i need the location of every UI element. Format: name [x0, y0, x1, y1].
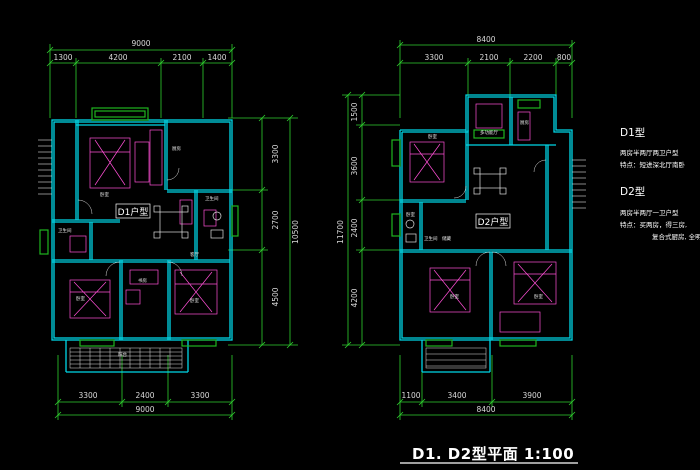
d1-room-label-4: 卫生间: [58, 227, 72, 234]
d2-furniture: [409, 103, 557, 333]
d2-desc-line-3: 复合式厨房, 全明: [652, 232, 700, 241]
d1-bottom-seg-2: 2400: [135, 391, 154, 400]
d1-dining-set: [153, 205, 224, 239]
d1-top-seg-1: 1300: [53, 53, 72, 62]
d1-top-dimensions: [46, 44, 236, 118]
d1-desc-line-1: 两房半两厅两卫户型: [620, 148, 679, 157]
d1-room-label-2: 厨房: [172, 145, 181, 152]
d2-bottom-dimensions: [396, 355, 576, 420]
d2-dining-set: [405, 167, 507, 243]
d2-bottom-seg-2: 3400: [447, 391, 466, 400]
d2-top-seg-1: 3300: [424, 53, 443, 62]
d2-left-seg-4: 4200: [350, 288, 359, 307]
d1-bottom-seg-1: 3300: [78, 391, 97, 400]
d2-tag-box: [475, 213, 511, 229]
d1-right-total: 10500: [291, 220, 300, 244]
d1-room-label-8: 客厅: [190, 251, 199, 258]
d1-top-total: 9000: [131, 39, 150, 48]
d1-doors: [77, 167, 183, 277]
d2-top-seg-2: 2100: [479, 53, 498, 62]
d2-desc-line-2: 特点：买两房，得三房,: [620, 220, 687, 229]
d2-left-seg-3: 2400: [350, 218, 359, 237]
d1-room-label-6: 书房: [138, 277, 147, 284]
d2-desc-title: D2型: [620, 185, 645, 198]
d1-tag-box: [115, 203, 151, 219]
d1-desc-line-2: 特点：短进深北厅南卧: [620, 160, 686, 169]
d1-room-label-7: 卧室: [190, 297, 199, 304]
d1-bottom-total: 9000: [135, 405, 154, 414]
d2-room-label-4: 卧室: [406, 211, 415, 218]
d2-bottom-seg-1: 1100: [401, 391, 420, 400]
d2-room-label-3: 厨房: [520, 119, 529, 126]
plan-d1: 9000 1300 4200 2100 1400 3300 2700 4500 …: [38, 39, 300, 420]
d2-left-total: 11700: [336, 220, 345, 244]
d1-room-label-5: 卧室: [76, 295, 85, 302]
d1-balcony: [69, 347, 183, 369]
d2-room-label-2: 多功能厅: [480, 129, 498, 136]
plan-d2: 8400 3300 2100 2200 800 1500 3600 2400 4…: [336, 35, 586, 420]
drawing-title-block: D1. D2型平面 1:100: [400, 445, 578, 464]
d1-room-label-1: 卧室: [100, 191, 109, 198]
d2-left-seg-1: 1500: [350, 102, 359, 121]
d2-room-label-6: 储藏: [442, 235, 451, 242]
d1-room-label-9: 阳台: [118, 351, 127, 358]
description-panel: D1型 两房半两厅两卫户型 特点：短进深北厅南卧 D2型 两房半两厅一卫户型 特…: [620, 126, 700, 241]
d1-right-seg-2: 2700: [271, 210, 280, 229]
d2-top-seg-4: 800: [557, 53, 572, 62]
d2-doors: [453, 159, 547, 267]
d1-top-seg-2: 4200: [108, 53, 127, 62]
d2-walls: [399, 94, 573, 373]
d1-top-seg-4: 1400: [207, 53, 226, 62]
d2-room-label-1: 卧室: [428, 133, 437, 140]
d1-right-seg-3: 4500: [271, 287, 280, 306]
d2-bottom-seg-3: 3900: [522, 391, 541, 400]
d1-bottom-seg-3: 3300: [190, 391, 209, 400]
d2-balcony: [425, 347, 487, 369]
d1-right-dimensions: [228, 114, 298, 349]
d1-bottom-dimensions: [54, 355, 236, 420]
d1-room-label-3: 卫生间: [205, 195, 219, 202]
d2-top-seg-3: 2200: [523, 53, 542, 62]
d2-top-dimensions: [396, 40, 576, 118]
d2-windows: [391, 99, 541, 347]
d2-room-label-5: 卫生间: [424, 235, 438, 242]
d1-windows: [39, 107, 239, 347]
drawing-title: D1. D2型平面 1:100: [412, 445, 574, 463]
d1-stairs: [38, 139, 52, 195]
d1-walls: [51, 119, 233, 373]
d2-left-seg-2: 3600: [350, 156, 359, 175]
d1-furniture: [69, 129, 218, 319]
d2-plan-tag: D2户型: [478, 216, 509, 228]
d2-bottom-total: 8400: [476, 405, 495, 414]
d2-room-label-7: 卧室: [450, 293, 459, 300]
d2-top-total: 8400: [476, 35, 495, 44]
d2-stairs: [572, 159, 586, 209]
d2-room-label-8: 卧室: [534, 293, 543, 300]
d1-top-seg-3: 2100: [172, 53, 191, 62]
d1-right-seg-1: 3300: [271, 144, 280, 163]
d1-plan-tag: D1户型: [118, 206, 149, 218]
d2-desc-line-1: 两房半两厅一卫户型: [620, 208, 679, 217]
d2-left-dimensions: [342, 91, 400, 349]
d1-desc-title: D1型: [620, 126, 645, 139]
